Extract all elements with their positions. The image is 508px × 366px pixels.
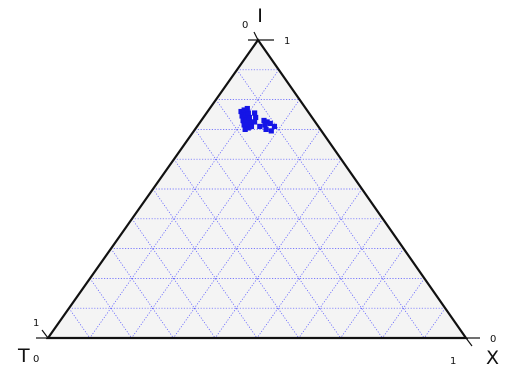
grid-line: [214, 158, 342, 339]
data-point: [241, 107, 247, 113]
grid-line: [423, 307, 446, 339]
data-point: [257, 123, 263, 130]
grid-line: [215, 99, 383, 339]
grid-line: [152, 188, 258, 339]
data-point: [267, 120, 273, 127]
grid-line: [256, 188, 363, 339]
grid-line: [173, 129, 321, 339]
data-point: [261, 117, 267, 124]
grid-line: [298, 218, 384, 339]
data-point: [252, 110, 258, 116]
corner-tick: [41, 329, 49, 339]
data-point: [244, 105, 250, 112]
data-points: [238, 105, 278, 134]
tick-label-left-max: 1: [33, 318, 39, 329]
data-point: [242, 126, 248, 132]
grid-lines: [68, 69, 446, 339]
data-point: [268, 128, 274, 134]
tick-label-right-min: 0: [490, 334, 496, 345]
corner-ticks: [36, 31, 480, 347]
data-point: [245, 125, 251, 131]
data-point: [245, 110, 251, 116]
data-point: [246, 114, 252, 121]
axis-label-left: T: [17, 345, 30, 366]
data-point: [238, 108, 244, 115]
data-point: [264, 119, 270, 125]
corner-tick: [465, 337, 473, 347]
data-point: [251, 119, 258, 125]
grid-line: [89, 278, 132, 339]
data-point: [271, 123, 278, 130]
data-point: [239, 113, 245, 119]
data-point: [248, 123, 255, 130]
tick-label-right-max: 1: [450, 356, 456, 366]
grid-line: [131, 218, 216, 339]
axis-label-right: X: [486, 347, 499, 366]
data-point: [247, 119, 254, 125]
data-point: [244, 120, 250, 127]
tick-label-top-min: 0: [242, 20, 248, 31]
grid-line: [236, 69, 425, 339]
data-point: [253, 114, 259, 121]
data-point: [262, 122, 268, 128]
grid-line: [131, 99, 300, 339]
grid-line: [194, 129, 341, 339]
data-point: [241, 122, 247, 128]
grid-line: [68, 307, 91, 339]
corner-tick: [253, 31, 259, 41]
tick-label-top-max: 1: [284, 36, 290, 47]
tick-label-left-min: 0: [33, 354, 39, 365]
data-point: [263, 126, 269, 132]
data-point: [240, 117, 246, 124]
data-point: [243, 116, 249, 122]
data-point: [242, 111, 248, 118]
axis-label-top: I: [257, 5, 263, 27]
triangle-frame: [45, 38, 469, 340]
